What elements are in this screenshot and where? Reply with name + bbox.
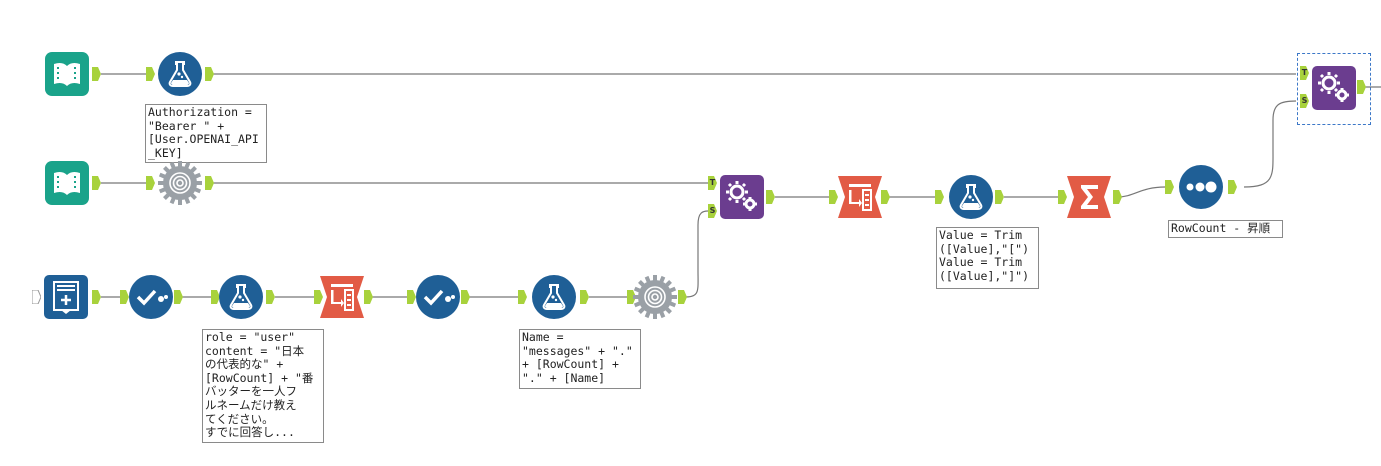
output-anchor[interactable] <box>1357 80 1366 94</box>
input-anchor[interactable] <box>314 290 323 304</box>
output-anchor[interactable] <box>1113 190 1122 204</box>
output-anchor[interactable] <box>92 290 101 304</box>
output-anchor[interactable] <box>881 190 890 204</box>
select-tool-1[interactable] <box>128 274 174 320</box>
output-anchor[interactable] <box>205 67 214 81</box>
gears-icon <box>1312 66 1356 110</box>
crosstab-icon <box>838 176 882 218</box>
sort-tool[interactable] <box>1178 164 1224 210</box>
sort-annotation: RowCount - 昇順 <box>1168 220 1283 238</box>
book-icon <box>45 52 89 96</box>
target-anchor[interactable] <box>708 176 717 190</box>
flask-icon <box>532 275 576 319</box>
macro-tool-1[interactable] <box>157 160 203 206</box>
input-data-tool-2[interactable] <box>44 160 90 206</box>
output-anchor[interactable] <box>174 290 183 304</box>
target-anchor[interactable] <box>1300 66 1309 80</box>
formula-annotation-content: role = "user" content = "日本 の代表的な" + [Ro… <box>202 329 324 443</box>
source-anchor-label: S <box>1301 96 1308 105</box>
input-anchor[interactable] <box>120 290 129 304</box>
checkmark-icon <box>416 275 460 319</box>
gear-macro-icon <box>158 161 202 205</box>
input-anchor-empty[interactable] <box>32 290 41 304</box>
input-anchor[interactable] <box>935 190 944 204</box>
output-anchor[interactable] <box>205 176 214 190</box>
source-anchor-label: S <box>709 206 716 215</box>
crosstab-icon <box>320 276 364 318</box>
macro-tool-2[interactable] <box>632 274 678 320</box>
checkmark-icon <box>129 275 173 319</box>
text-input-icon <box>44 275 88 319</box>
source-anchor[interactable] <box>708 204 717 218</box>
book-icon <box>45 161 89 205</box>
gears-icon <box>720 175 764 219</box>
append-fields-tool-2[interactable] <box>1311 65 1357 111</box>
formula-annotation-auth: Authorization = "Bearer " + [User.OPENAI… <box>145 104 267 163</box>
output-anchor[interactable] <box>92 67 101 81</box>
output-anchor[interactable] <box>580 290 589 304</box>
input-anchor[interactable] <box>518 290 527 304</box>
input-anchor[interactable] <box>146 176 155 190</box>
formula-tool-content[interactable] <box>218 274 264 320</box>
flask-icon <box>219 275 263 319</box>
input-anchor[interactable] <box>829 190 838 204</box>
input-data-tool-1[interactable] <box>44 51 90 97</box>
input-anchor[interactable] <box>1165 180 1174 194</box>
formula-annotation-name: Name = "messages" + "." + [RowCount] + "… <box>519 329 641 389</box>
formula-annotation-trim: Value = Trim ([Value],"[") Value = Trim … <box>936 227 1039 289</box>
dots-icon <box>1179 165 1223 209</box>
flask-icon <box>158 52 202 96</box>
source-anchor[interactable] <box>1300 94 1309 108</box>
connection <box>1243 100 1297 188</box>
formula-tool-trim[interactable] <box>948 174 994 220</box>
output-anchor[interactable] <box>678 290 687 304</box>
target-anchor-label: T <box>709 178 716 187</box>
target-anchor-label: T <box>1301 68 1308 77</box>
output-anchor[interactable] <box>1228 180 1237 194</box>
crosstab-tool-1[interactable] <box>319 274 365 320</box>
connection <box>1116 186 1166 198</box>
sigma-icon <box>1067 176 1111 218</box>
crosstab-tool-2[interactable] <box>837 174 883 220</box>
input-anchor[interactable] <box>627 290 636 304</box>
input-anchor[interactable] <box>1058 190 1067 204</box>
formula-tool-name[interactable] <box>531 274 577 320</box>
input-anchor[interactable] <box>211 290 220 304</box>
output-anchor[interactable] <box>92 176 101 190</box>
gear-macro-icon <box>633 275 677 319</box>
formula-tool-auth[interactable] <box>157 51 203 97</box>
flask-icon <box>949 175 993 219</box>
append-fields-tool-1[interactable] <box>719 174 765 220</box>
output-anchor[interactable] <box>766 190 775 204</box>
input-anchor[interactable] <box>407 290 416 304</box>
text-input-tool[interactable] <box>43 274 89 320</box>
select-tool-2[interactable] <box>415 274 461 320</box>
output-anchor[interactable] <box>995 190 1004 204</box>
output-anchor[interactable] <box>266 290 275 304</box>
output-anchor[interactable] <box>364 290 373 304</box>
output-anchor[interactable] <box>461 290 470 304</box>
input-anchor[interactable] <box>146 67 155 81</box>
connection <box>685 210 709 298</box>
summarize-tool[interactable] <box>1066 174 1112 220</box>
selection-box <box>1297 53 1371 125</box>
